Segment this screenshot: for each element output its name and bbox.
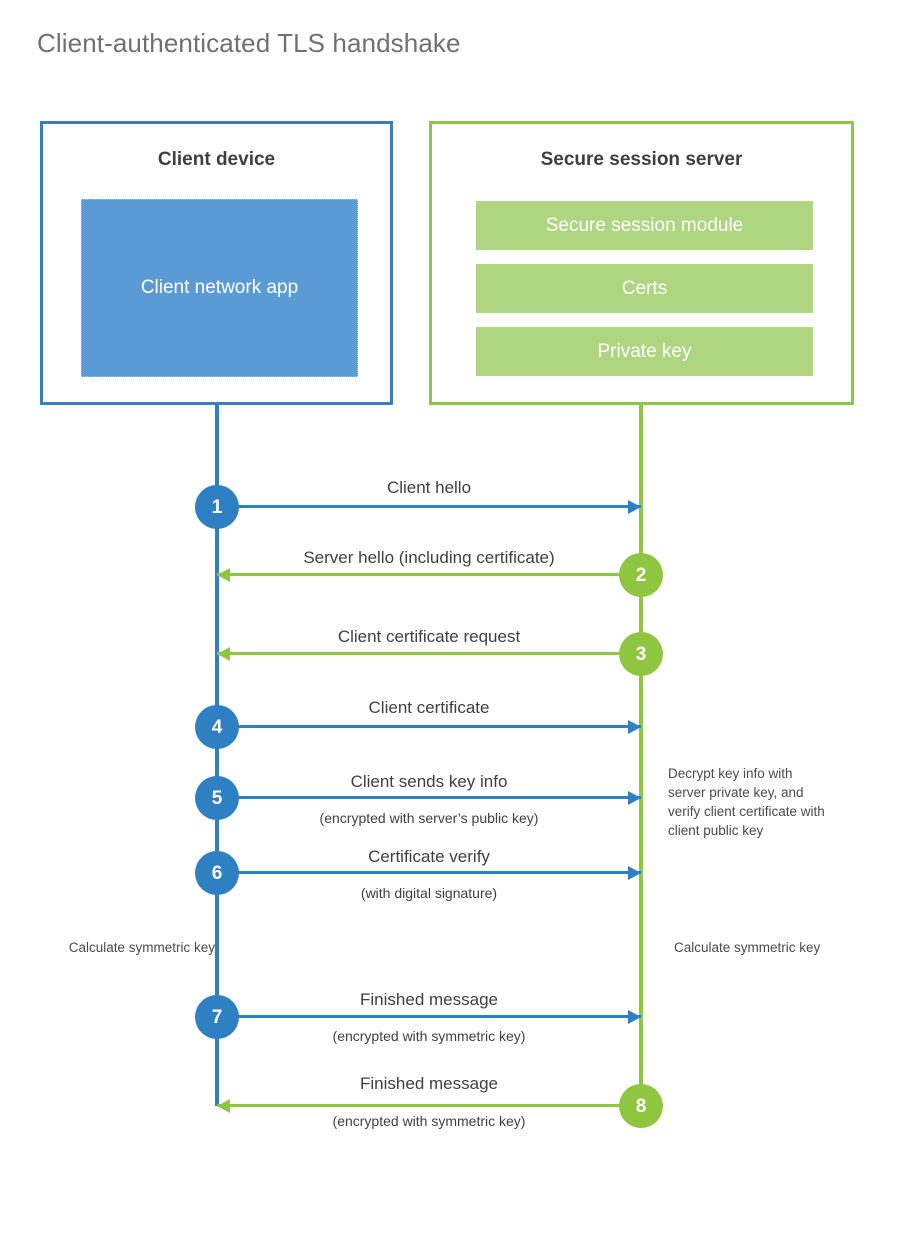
- secure-session-server-box: Secure session server Secure session mod…: [429, 121, 854, 405]
- step-8-arrow-head: [217, 1099, 230, 1113]
- step-6-arrow: [217, 866, 641, 880]
- step-4-label: Client certificate: [368, 698, 490, 717]
- step-5-arrow-shaft: [217, 796, 641, 799]
- step-1-arrow-head: [628, 500, 641, 514]
- page-title: Client-authenticated TLS handshake: [37, 28, 461, 58]
- step-4-arrow-head: [628, 720, 641, 734]
- step-7-arrow-shaft: [217, 1015, 641, 1018]
- step-6-arrow-head: [628, 866, 641, 880]
- step-8-label: Finished message: [360, 1074, 498, 1093]
- step-3-arrow: [217, 647, 641, 661]
- client-device-box: Client device Client network app: [40, 121, 393, 405]
- step-5-label: Client sends key info: [350, 772, 508, 791]
- step-5-sublabel: (encrypted with server’s public key): [319, 810, 539, 826]
- step-2-arrow-shaft: [217, 573, 641, 576]
- step-circle-1[interactable]: 1: [195, 485, 239, 529]
- client-network-app-block: Client network app: [81, 199, 358, 377]
- step-7-sublabel: (encrypted with symmetric key): [332, 1028, 526, 1044]
- step-circle-6[interactable]: 6: [195, 851, 239, 895]
- step-3-arrow-head: [217, 647, 230, 661]
- step-5-arrow-head: [628, 791, 641, 805]
- step-6-arrow-shaft: [217, 871, 641, 874]
- step-circle-7[interactable]: 7: [195, 995, 239, 1039]
- step-5-arrow: [217, 791, 641, 805]
- step-8-sublabel: (encrypted with symmetric key): [332, 1113, 526, 1129]
- note-server-decrypt-key-info: Decrypt key info with server private key…: [668, 766, 825, 839]
- step-8-arrow: [217, 1099, 641, 1113]
- step-circle-4[interactable]: 4: [195, 705, 239, 749]
- step-4-arrow: [217, 720, 641, 734]
- step-2-arrow: [217, 568, 641, 582]
- step-3-arrow-shaft: [217, 652, 641, 655]
- secure-session-server-title: Secure session server: [540, 149, 743, 170]
- step-7-label: Finished message: [360, 990, 498, 1009]
- step-2-label: Server hello (including certificate): [303, 548, 555, 567]
- step-circle-3[interactable]: 3: [619, 632, 663, 676]
- step-6-label: Certificate verify: [368, 847, 490, 866]
- client-device-title: Client device: [157, 149, 276, 170]
- step-1-arrow-shaft: [217, 505, 641, 508]
- step-8-arrow-shaft: [217, 1104, 641, 1107]
- step-7-arrow-head: [628, 1010, 641, 1024]
- server-module-secure-session-module: Secure session module: [476, 201, 813, 250]
- server-module-certs: Certs: [476, 264, 813, 313]
- step-1-label: Client hello: [386, 478, 472, 497]
- client-lifeline: [215, 404, 219, 1106]
- note-client-calculate-symmetric-key: Calculate symmetric key: [68, 940, 215, 955]
- step-circle-5[interactable]: 5: [195, 776, 239, 820]
- step-6-sublabel: (with digital signature): [360, 885, 498, 901]
- step-7-arrow: [217, 1010, 641, 1024]
- step-circle-2[interactable]: 2: [619, 553, 663, 597]
- step-2-arrow-head: [217, 568, 230, 582]
- step-3-label: Client certificate request: [337, 627, 521, 646]
- step-4-arrow-shaft: [217, 725, 641, 728]
- note-server-calculate-symmetric-key: Calculate symmetric key: [674, 940, 821, 955]
- step-circle-8[interactable]: 8: [619, 1084, 663, 1128]
- server-module-private-key: Private key: [476, 327, 813, 376]
- step-1-arrow: [217, 500, 641, 514]
- server-lifeline: [639, 404, 643, 1106]
